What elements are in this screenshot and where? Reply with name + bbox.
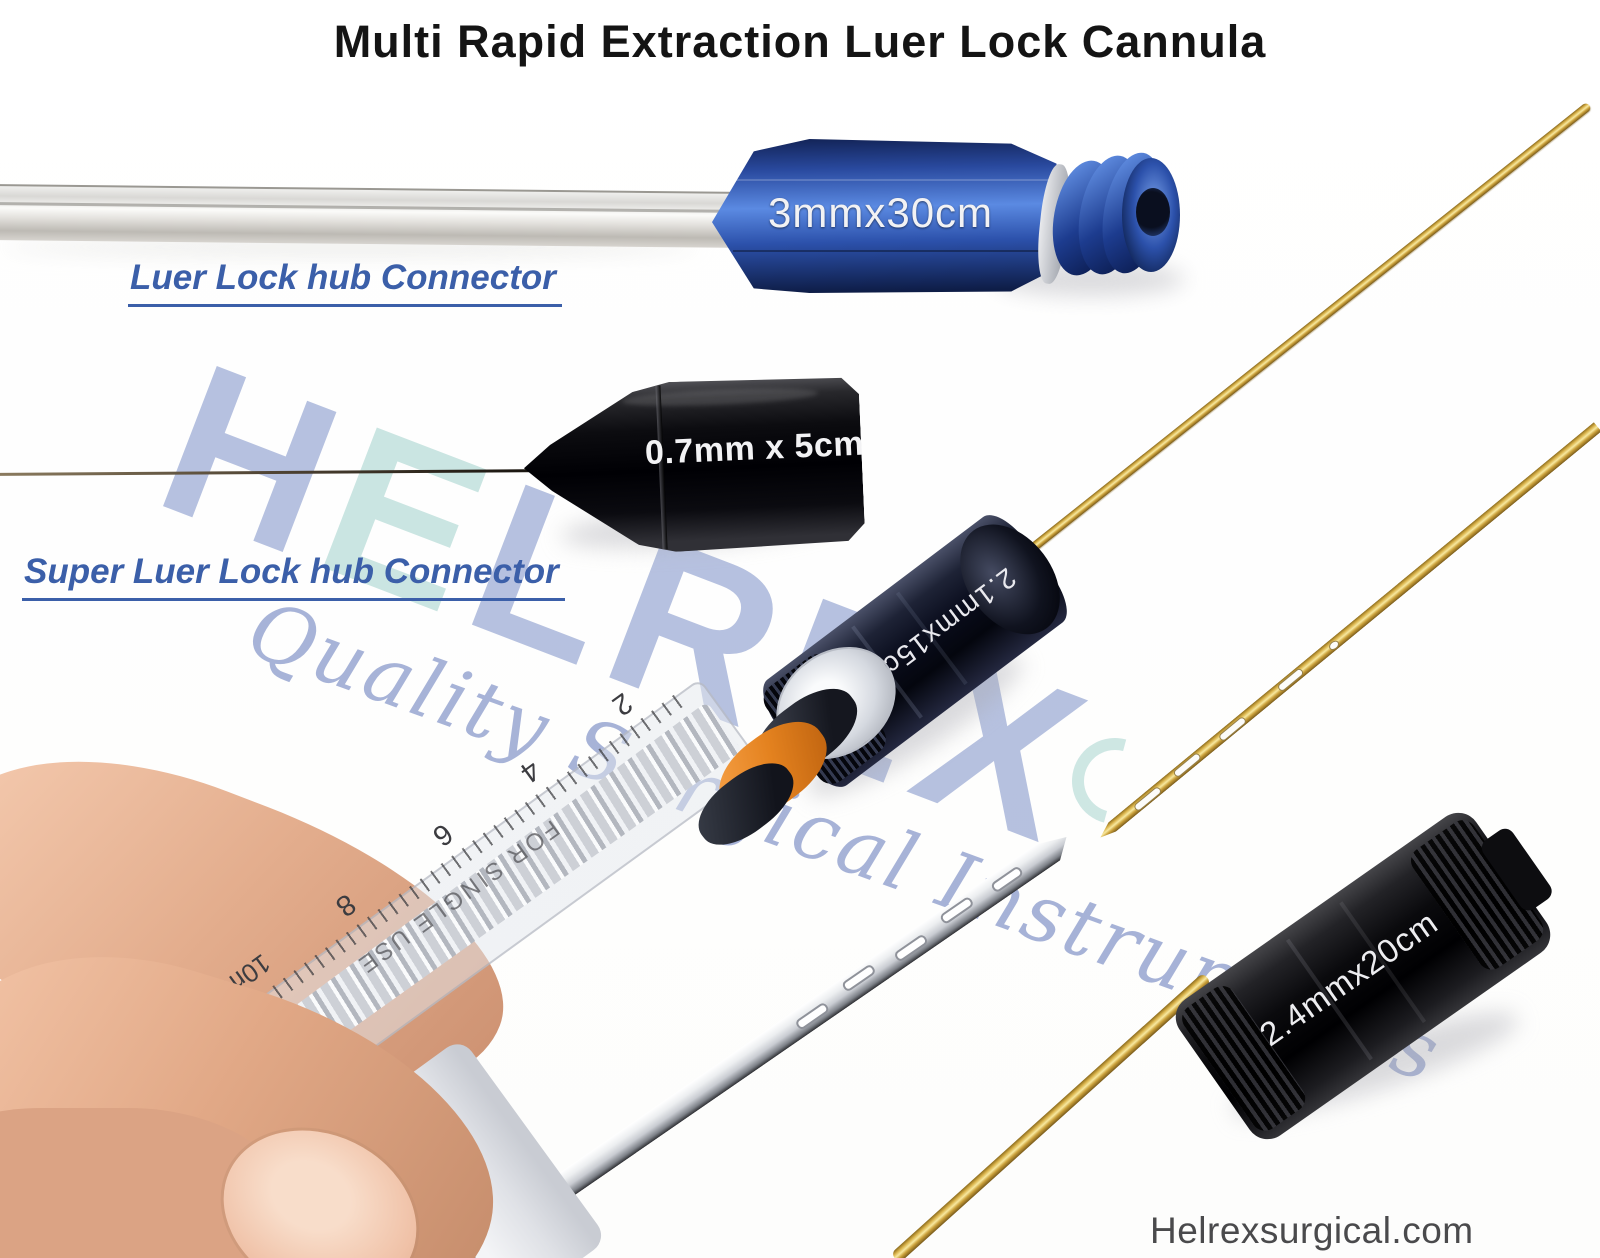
blue-cannula-handle: 3mmx30cm [712,139,1057,293]
facet-shade [732,249,1054,252]
conical-connector: 0.7mm x 5cm [520,374,865,559]
cannula-hole [1327,639,1341,652]
blue-handle-size-label: 3mmx30cm [768,189,994,236]
label-super-luer-lock-hub: Super Luer Lock hub Connector [22,552,565,601]
page-title: Multi Rapid Extraction Luer Lock Cannula [333,16,1267,67]
facet-highlight [732,179,1054,182]
cannula-slot [841,963,877,992]
scale-mark: 6 [426,816,459,853]
website-text: Helrexsurgical.com [1150,1210,1474,1251]
steel-cannula-rod [0,184,741,248]
black-handle: 2.4mmx20cm [1167,804,1559,1148]
cannula-slot [1172,752,1202,779]
cannula-slot [794,1001,830,1030]
luer-bore-hole [1136,188,1170,236]
label-luer-lock-hub: Luer Lock hub Connector [128,258,562,307]
cannula-slot [1277,667,1305,692]
gold-slotted-cannula [1096,422,1600,842]
cannula-slot [893,934,929,963]
rod-seam [0,202,741,214]
cannula-slot [1218,716,1248,743]
